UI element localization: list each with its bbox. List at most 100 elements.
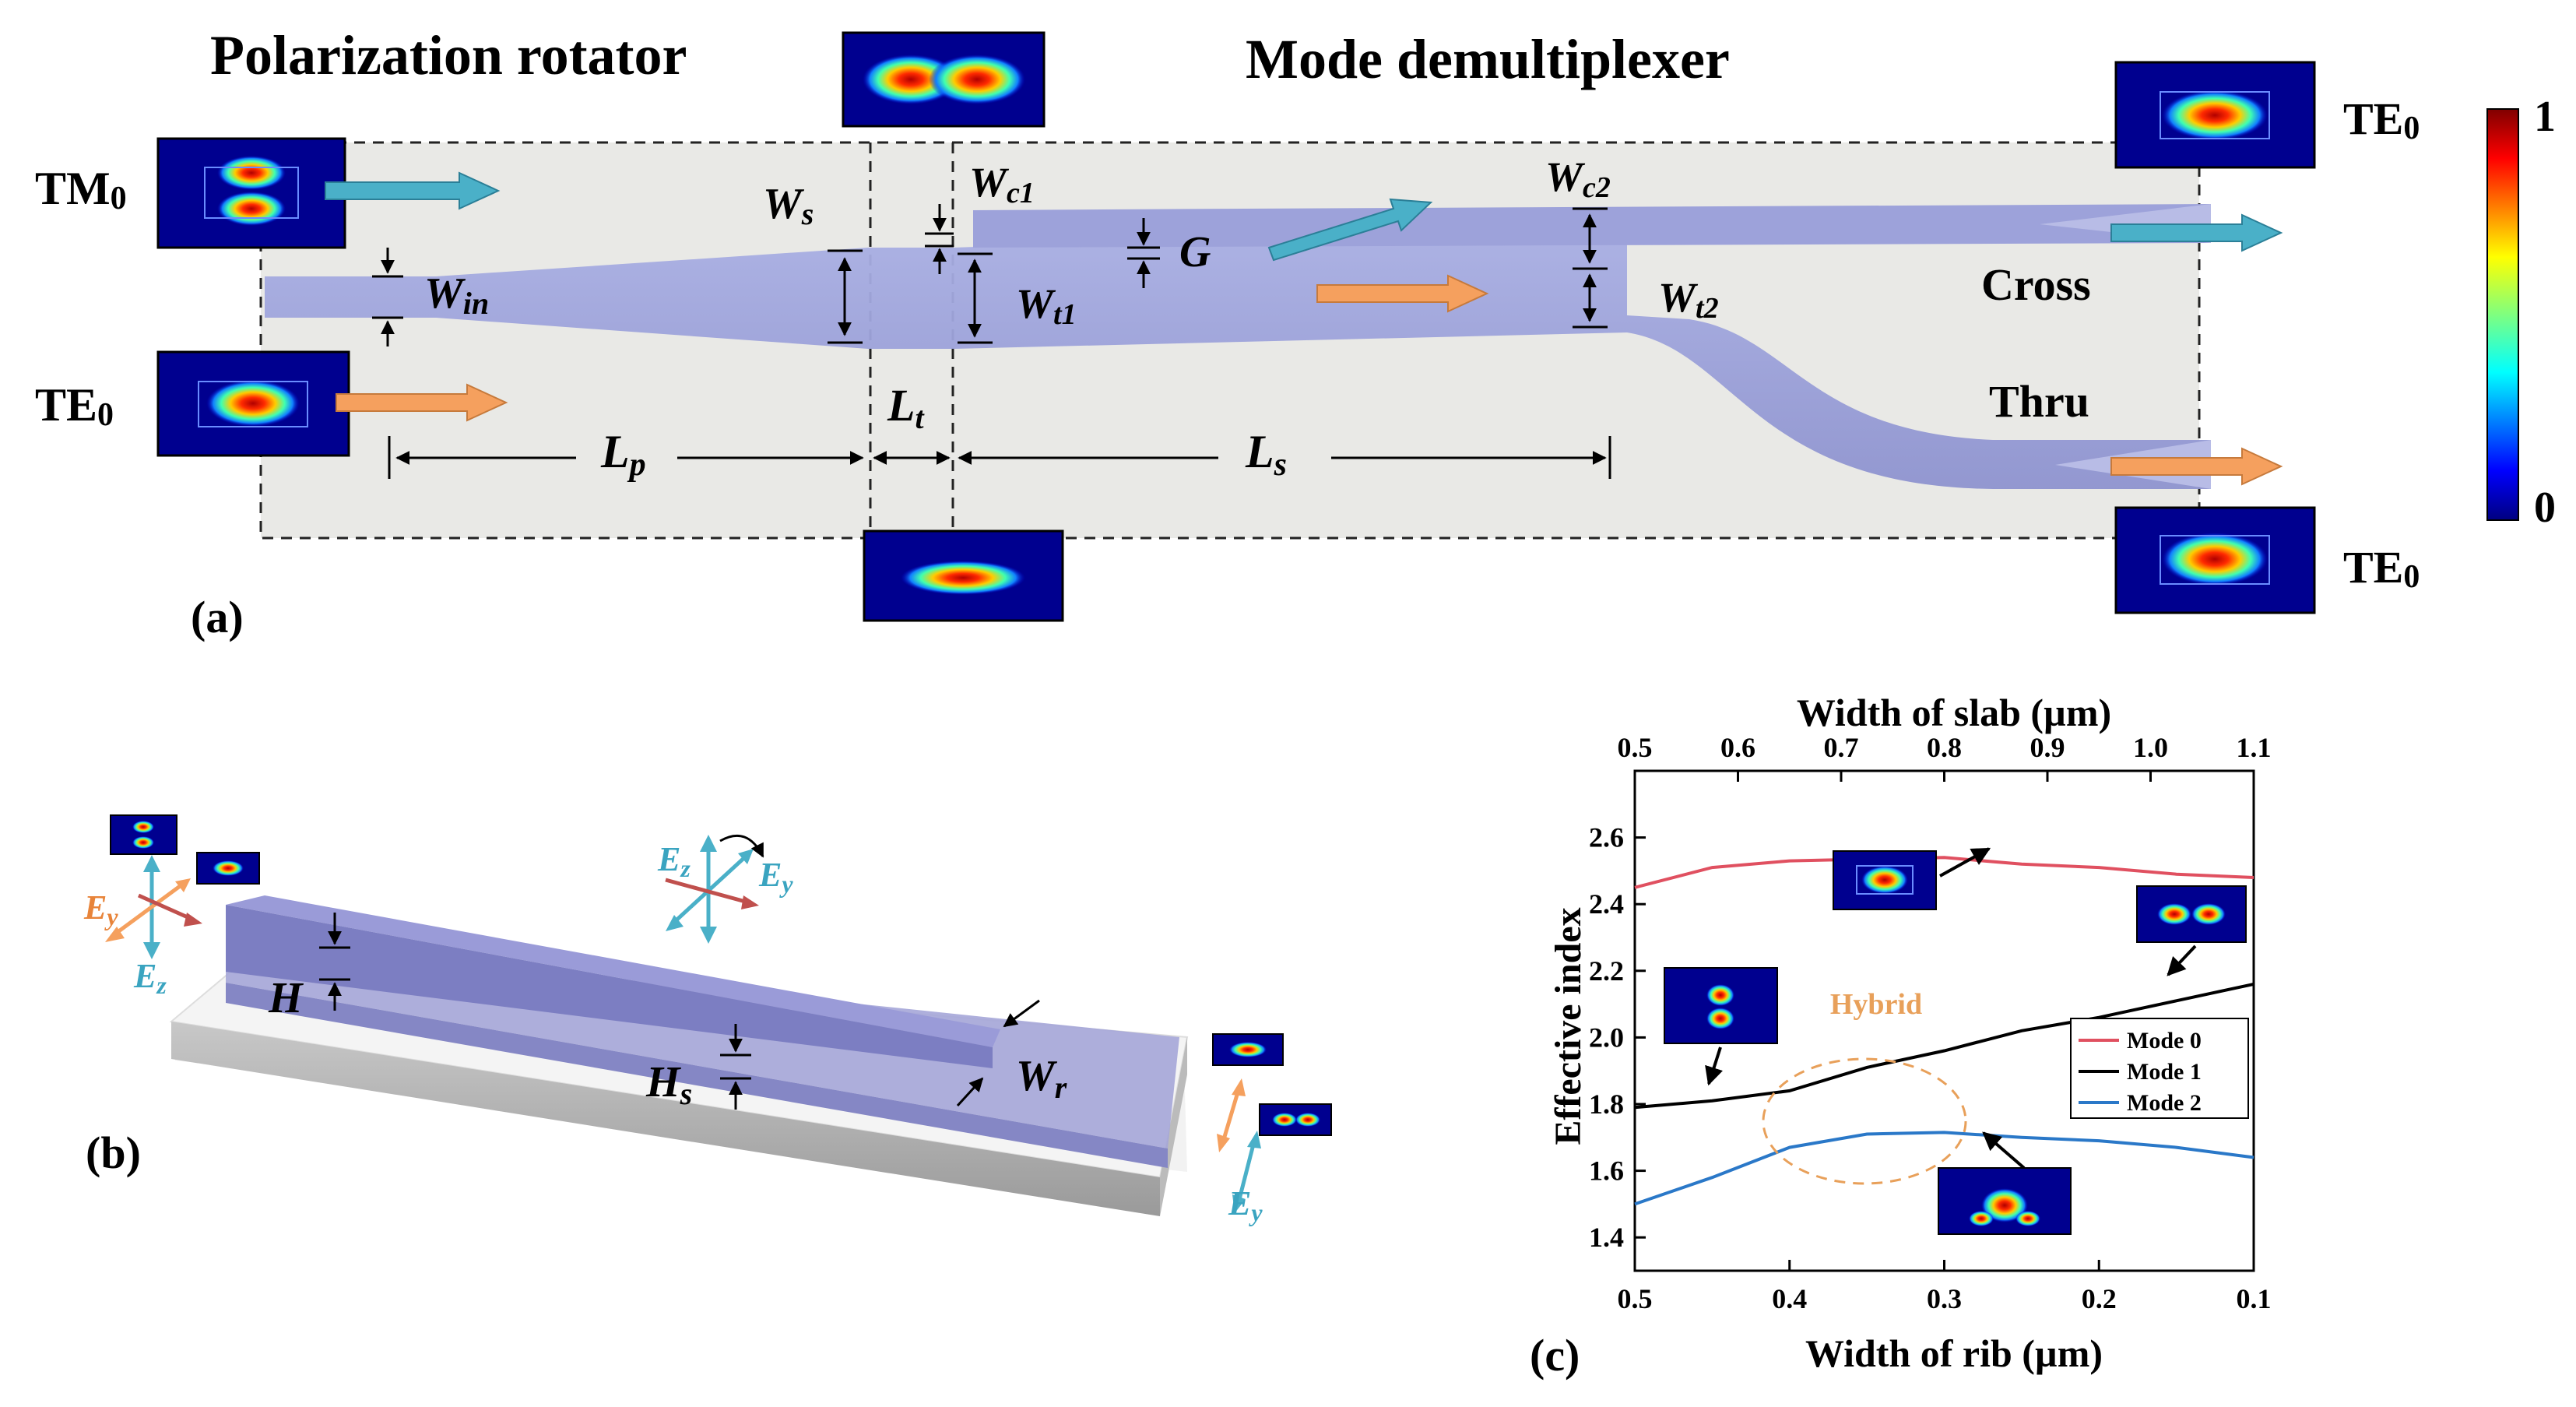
substrate-end	[1160, 1037, 1187, 1216]
mode-profile-thru-output	[2114, 506, 2316, 614]
rib-waveguide-side	[226, 905, 993, 1068]
rib-waveguide-top	[226, 895, 1000, 1047]
y-tick-label-3: 2.0	[1589, 1022, 1624, 1053]
label-ey-center: Ey	[758, 856, 793, 898]
axes-right	[1212, 1033, 1332, 1213]
arrow-tm-input	[325, 171, 501, 210]
x2-tick-label-0: 0.5	[1618, 732, 1653, 763]
dim-wt1	[958, 252, 993, 344]
y-tick-label-1: 1.6	[1589, 1155, 1624, 1187]
inset-mode-0	[1833, 847, 1991, 910]
y-tick-label-2: 1.8	[1589, 1089, 1624, 1120]
series-line-2	[1634, 1131, 2254, 1206]
dim-lp	[388, 436, 864, 479]
arrow-cross-output	[2110, 213, 2283, 252]
colorbar	[2486, 108, 2519, 521]
x-tick-label-4: 0.1	[2237, 1283, 2272, 1314]
slab-waveguide-side	[226, 983, 1168, 1168]
axes-center	[665, 834, 764, 944]
x-tick-label-1: 0.4	[1772, 1283, 1807, 1314]
dim-win	[372, 248, 403, 346]
label-ez-left: Ez	[133, 957, 167, 999]
inset-mode-2	[1938, 1131, 2072, 1235]
dim-wc1	[925, 204, 954, 274]
colorbar-min-label: 0	[2534, 484, 2556, 532]
label-te0-cross-output: TE0	[2343, 93, 2420, 146]
series-line-1	[1634, 982, 2254, 1110]
panel-c-label: (c)	[1530, 1330, 1580, 1381]
dim-ws	[828, 249, 863, 344]
label-hs: Hs	[645, 1058, 692, 1111]
series-line-0	[1634, 856, 2254, 889]
y-tick-label-0: 1.4	[1589, 1222, 1624, 1253]
hybrid-label: Hybrid	[1830, 988, 1922, 1021]
x-tick-label-3: 0.2	[2082, 1283, 2117, 1314]
arrow-te-input	[336, 383, 508, 422]
title-polarization-rotator: Polarization rotator	[210, 24, 687, 86]
label-tm0-input: TM0	[35, 163, 127, 216]
label-te0-input: TE0	[35, 379, 114, 433]
mode-profile-bottom-center	[863, 529, 1064, 622]
label-thru-port: Thru	[1989, 376, 2089, 427]
mode-profile-tm0-input	[156, 137, 346, 249]
x-axis-title: Width of rib (µm)	[1805, 1331, 2103, 1375]
label-wt1: Wt1	[1016, 280, 1077, 331]
x2-tick-label-6: 1.1	[2237, 732, 2272, 763]
label-lt: Lt	[887, 380, 925, 435]
label-lp: Lp	[600, 426, 646, 483]
dim-ls	[958, 436, 1611, 479]
colorbar-max-label: 1	[2534, 93, 2556, 141]
mode-profile-te0-input	[156, 350, 350, 457]
arrow-thru-output	[2110, 447, 2283, 486]
label-wc2: Wc2	[1545, 153, 1611, 204]
label-cross-port: Cross	[1981, 259, 2091, 310]
panel-c: Width of slab (µm) Width of rib (µm) Eff…	[1530, 691, 2272, 1381]
y-tick-label-6: 2.6	[1589, 822, 1624, 853]
panel-a-label: (a)	[191, 592, 244, 642]
legend-label-0: Mode 0	[2127, 1028, 2202, 1053]
label-wt2: Wt2	[1658, 274, 1719, 325]
input-taper-waveguide	[265, 224, 2211, 489]
axes-left	[105, 814, 260, 959]
mode-profile-top-center	[842, 31, 1046, 128]
arrow-te-through	[1316, 274, 1489, 313]
y-axis-title: Effective index	[1548, 907, 1589, 1145]
x-tick-label-0: 0.5	[1618, 1283, 1653, 1314]
inset-mode-hybrid	[1664, 967, 1778, 1086]
substrate-side	[171, 1022, 1160, 1216]
label-ez-center: Ez	[657, 840, 691, 882]
x-tick-label-2: 0.3	[1927, 1283, 1962, 1314]
panel-b-label: (b)	[86, 1127, 141, 1178]
dim-h	[319, 913, 350, 1011]
dim-hs	[720, 1024, 751, 1110]
label-ey-left: Ey	[83, 888, 118, 930]
dim-g	[1127, 218, 1160, 288]
label-g: G	[1179, 228, 1211, 276]
y-tick-label-5: 2.4	[1589, 888, 1624, 920]
arrow-tm-coupling	[1267, 198, 1433, 262]
x2-tick-label-2: 0.7	[1824, 732, 1859, 763]
x2-tick-label-5: 1.0	[2133, 732, 2168, 763]
panel-a: Polarization rotator Mode demultiplexer	[35, 24, 2556, 642]
legend-label-1: Mode 1	[2127, 1059, 2202, 1085]
cross-bus-waveguide	[973, 204, 2211, 248]
label-wc1: Wc1	[969, 159, 1035, 209]
x2-tick-label-3: 0.8	[1927, 732, 1962, 763]
dim-wr	[956, 999, 1040, 1107]
x2-tick-label-4: 0.9	[2030, 732, 2065, 763]
mode-profile-cross-output	[2114, 61, 2316, 169]
hybrid-region-ellipse	[1762, 1057, 1967, 1185]
label-ws: Ws	[763, 180, 814, 231]
dim-wt2	[1573, 267, 1608, 329]
legend-label-2: Mode 2	[2127, 1090, 2202, 1116]
inset-mode-1	[2136, 885, 2247, 976]
label-ls: Ls	[1245, 426, 1287, 483]
x2-tick-label-1: 0.6	[1720, 732, 1755, 763]
label-te0-thru-output: TE0	[2343, 542, 2420, 595]
label-wr: Wr	[1016, 1052, 1067, 1105]
label-win: Win	[424, 269, 489, 321]
panel-b: H Hs Wr Ey Ez	[83, 814, 1332, 1226]
y-tick-label-4: 2.2	[1589, 955, 1624, 987]
label-h: H	[268, 974, 304, 1022]
